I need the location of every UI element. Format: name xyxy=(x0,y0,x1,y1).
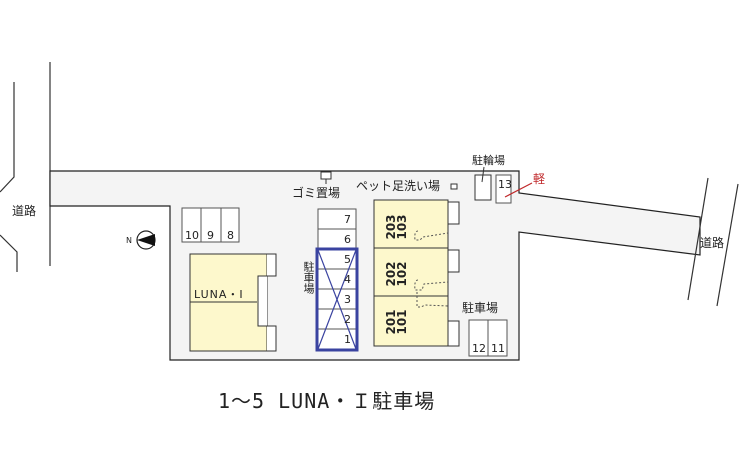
light-car-label: 軽 xyxy=(533,172,546,186)
pet-wash-label: ペット足洗い場 xyxy=(356,179,441,193)
road-label-right: 道路 xyxy=(700,236,725,250)
parking-space-8: 8 xyxy=(227,229,234,242)
parking-space-2: 2 xyxy=(344,313,351,326)
unit-label-201-101: 201 101 xyxy=(384,307,409,337)
plan-caption: 1～5 LUNA・Ｉ駐車場 xyxy=(218,389,436,413)
parking-space-11: 11 xyxy=(491,342,505,355)
compass-north-label: N xyxy=(126,236,132,245)
parking-space-10: 10 xyxy=(185,229,199,242)
compass-icon xyxy=(137,231,156,250)
parking-right-label: 駐車場 xyxy=(462,301,499,315)
road-label-left: 道路 xyxy=(12,204,37,218)
unit-103: 103 xyxy=(395,214,409,240)
parking-center-label: 駐車場 xyxy=(302,261,315,294)
parking-space-7: 7 xyxy=(344,213,351,226)
garbage-area-label: ゴミ置場 xyxy=(292,186,341,200)
unit-101: 101 xyxy=(395,309,409,335)
bicycle-parking-label: 駐輪場 xyxy=(472,154,505,167)
garbage-bin-icon xyxy=(320,171,332,183)
unit-label-202-102: 202 102 xyxy=(384,259,409,289)
unit-label-203-103: 203 103 xyxy=(384,212,409,242)
parking-space-12: 12 xyxy=(472,342,486,355)
parking-space-13: 13 xyxy=(498,178,512,191)
parking-space-9: 9 xyxy=(207,229,214,242)
parking-space-3: 3 xyxy=(344,293,351,306)
unit-102: 102 xyxy=(395,261,409,287)
parking-space-5: 5 xyxy=(344,253,351,266)
parking-space-4: 4 xyxy=(344,273,351,286)
reserved-parking-marker xyxy=(317,249,357,350)
building-name: LUNA・I xyxy=(194,288,244,301)
parking-space-1: 1 xyxy=(344,333,351,346)
parking-space-6: 6 xyxy=(344,233,351,246)
